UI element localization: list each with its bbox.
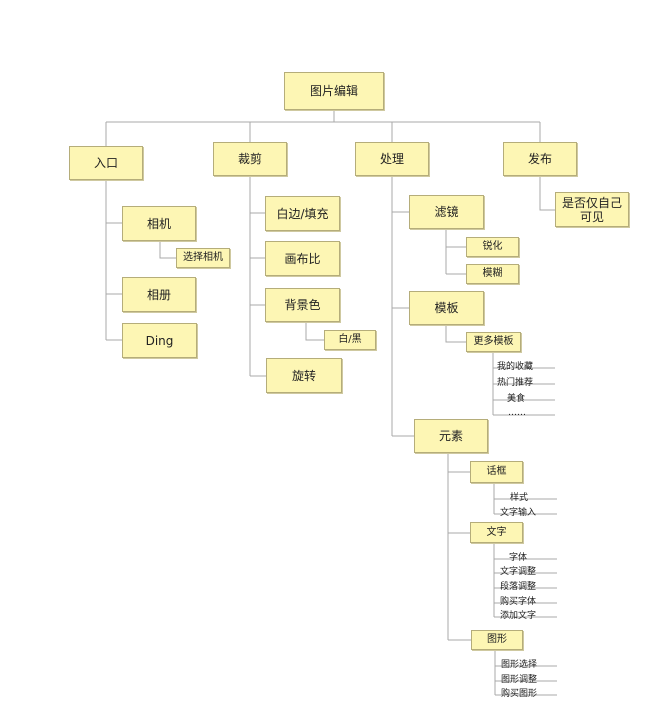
leaf-buy-shape: 购买图形 <box>501 689 538 699</box>
node-shape: 图形 <box>471 630 523 650</box>
leaf-ellipsis: …… <box>508 408 526 418</box>
node-ding: Ding <box>122 323 197 358</box>
leaf-food: 美食 <box>507 394 526 404</box>
leaf-paragraph-adjust: 段落调整 <box>500 582 537 592</box>
node-sharpen: 锐化 <box>466 237 519 257</box>
leaf-font: 字体 <box>509 553 528 563</box>
leaf-my-favorites: 我的收藏 <box>497 362 534 372</box>
root-node: 图片编辑 <box>284 72 384 110</box>
leaf-text-adjust: 文字调整 <box>500 567 537 577</box>
leaf-text-input: 文字输入 <box>500 508 537 518</box>
node-publish: 发布 <box>503 142 577 176</box>
node-entry: 入口 <box>69 146 143 180</box>
leaf-hot-recommend: 热门推荐 <box>497 378 534 388</box>
node-select-camera: 选择相机 <box>176 248 230 268</box>
node-bubble: 话框 <box>470 461 523 483</box>
node-text: 文字 <box>470 522 523 543</box>
node-element: 元素 <box>414 419 488 453</box>
node-camera: 相机 <box>122 206 196 241</box>
leaf-buy-font: 购买字体 <box>500 597 537 607</box>
node-blur: 模糊 <box>466 264 519 284</box>
node-canvas-ratio: 画布比 <box>265 241 340 276</box>
node-crop: 裁剪 <box>213 142 287 176</box>
node-filter: 滤镜 <box>409 195 484 229</box>
node-template: 模板 <box>409 291 484 325</box>
leaf-shape-select: 图形选择 <box>501 660 538 670</box>
node-more-templates: 更多模板 <box>466 332 521 352</box>
node-background-color: 背景色 <box>265 288 340 322</box>
node-album: 相册 <box>122 277 196 312</box>
node-border-fill: 白边/填充 <box>265 196 340 231</box>
node-rotate: 旋转 <box>266 358 342 393</box>
node-process: 处理 <box>355 142 429 176</box>
node-private-visibility: 是否仅自己 可见 <box>555 192 629 227</box>
leaf-style: 样式 <box>510 493 529 503</box>
leaf-add-text: 添加文字 <box>500 611 537 621</box>
node-white-black: 白/黑 <box>324 330 376 350</box>
leaf-shape-adjust: 图形调整 <box>501 675 538 685</box>
